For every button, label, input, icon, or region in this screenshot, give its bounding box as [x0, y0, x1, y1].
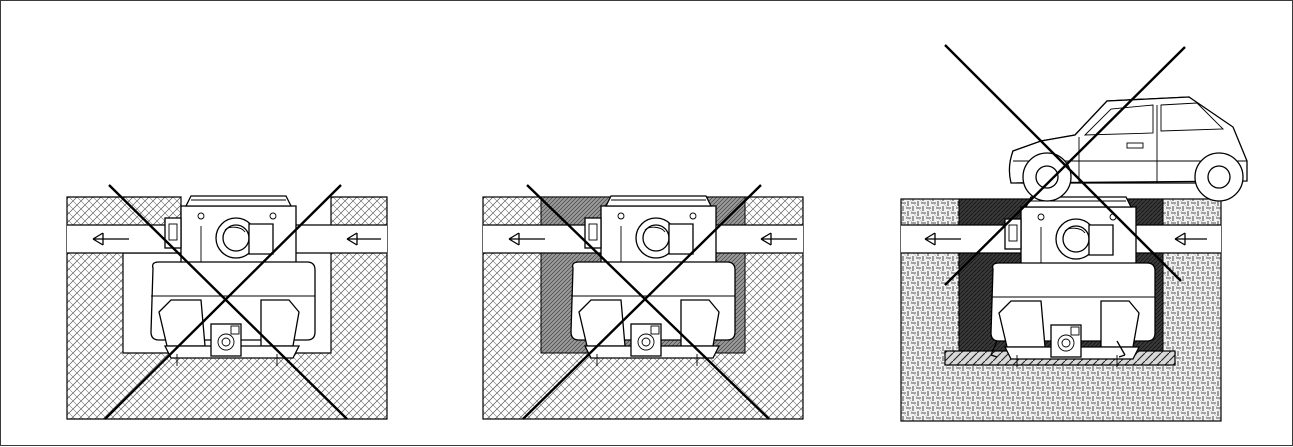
cross-out-icon: [522, 184, 770, 420]
cross-out-icon: [944, 44, 1186, 286]
flow-arrow-icon: [924, 232, 1207, 246]
panel-1: [66, 184, 388, 420]
panel-2: [482, 184, 804, 420]
cross-out-icon: [104, 184, 348, 420]
flow-arrow-icon: [92, 232, 381, 246]
panel-3: [900, 44, 1248, 422]
flow-arrow-icon: [508, 232, 797, 246]
